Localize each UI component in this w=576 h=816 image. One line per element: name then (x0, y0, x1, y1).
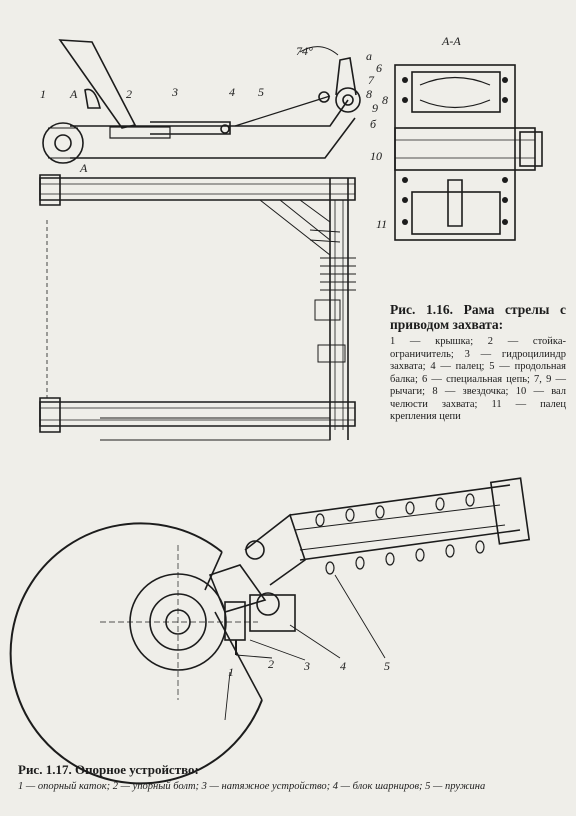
callout-label: б (370, 117, 377, 131)
fig116-callouts: 1 2 3 4 5 а 6 7 8 9 б 8 10 11 А-А 74° А … (40, 34, 461, 231)
fig117-callouts: 1 2 3 4 5 (228, 657, 390, 679)
figure-117-legend: 1 — опорный каток; 2 — упорный болт; 3 —… (18, 781, 486, 792)
figure-116-legend: 1 — крышка; 2 — стойка-ограничитель; 3 —… (390, 336, 566, 422)
callout-label: 4 (340, 659, 346, 673)
callout-label: 9 (372, 101, 378, 115)
callout-label: 11 (376, 217, 387, 231)
cut-mark: А (69, 87, 78, 101)
figure-116-caption: Рис. 1.16. Рама стрелы с приводом захват… (390, 302, 566, 424)
callout-label: 2 (126, 87, 132, 101)
callout-label: 8 (382, 93, 388, 107)
callout-label: 3 (171, 85, 178, 99)
callout-label: 6 (376, 61, 382, 75)
callout-label: 8 (366, 87, 372, 101)
angle-label: 74° (296, 44, 313, 58)
callout-label: 1 (40, 87, 46, 101)
callout-label: 5 (258, 85, 264, 99)
callout-label: 4 (229, 85, 235, 99)
figure-117-caption: Рис. 1.17. Опорное устройство: 1 — опорн… (18, 762, 563, 793)
cut-mark: А (79, 161, 88, 175)
callout-label: 1 (228, 665, 234, 679)
section-label: А-А (441, 34, 461, 48)
figure-116-title: Рис. 1.16. Рама стрелы с приводом захват… (390, 302, 566, 332)
callout-label: 10 (370, 149, 382, 163)
section-a-a-view (394, 64, 543, 241)
callout-label: 3 (303, 659, 310, 673)
callout-label: а (366, 49, 372, 63)
support-device-drawing (9, 477, 531, 785)
callout-label: 7 (368, 73, 375, 87)
boom-frame-top-view (39, 174, 356, 441)
callout-label: 5 (384, 659, 390, 673)
callout-label: 2 (268, 657, 274, 671)
boom-frame-side-view (42, 39, 361, 164)
figure-117-title: Рис. 1.17. Опорное устройство: (18, 762, 199, 777)
